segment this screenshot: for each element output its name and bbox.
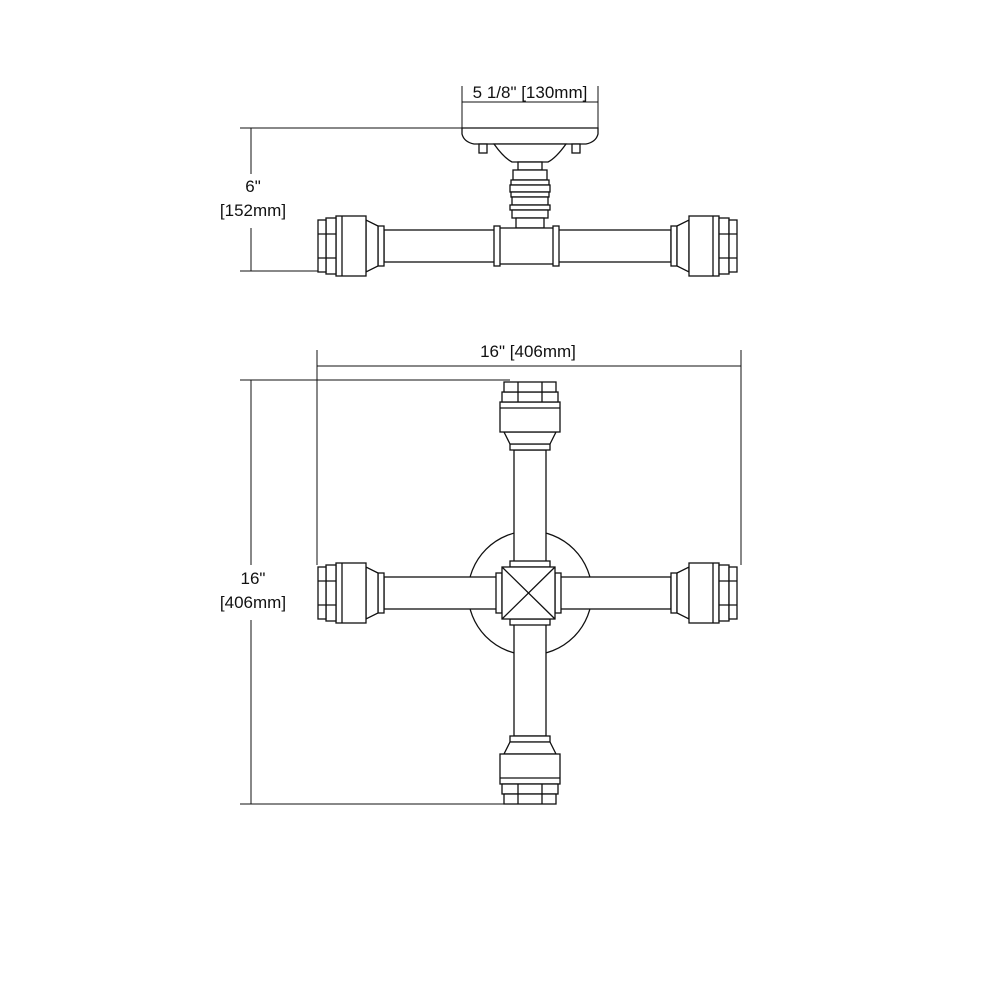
top-width-dimension: 16" [406mm] — [316, 342, 742, 565]
canopy-width-label: 5 1/8" [130mm] — [473, 83, 588, 102]
height-dimension: 6" [152mm] — [220, 127, 462, 272]
top-vertical-arm — [509, 449, 551, 737]
side-right-socket — [670, 215, 738, 277]
top-width-label: 16" [406mm] — [480, 342, 576, 361]
top-cross-fitting — [501, 566, 556, 620]
top-depth-inches-label: 16" — [241, 569, 266, 588]
top-horizontal-arm — [383, 572, 672, 614]
top-upper-socket — [499, 381, 561, 451]
canopy-plate — [461, 127, 599, 154]
top-right-socket — [670, 562, 738, 624]
canopy-width-dimension: 5 1/8" [130mm] — [461, 83, 599, 128]
top-view: 16" [406mm] 16" [406mm] — [220, 342, 742, 805]
top-depth-dimension: 16" [406mm] — [220, 379, 510, 805]
top-lower-socket — [499, 735, 561, 805]
top-depth-mm-label: [406mm] — [220, 593, 286, 612]
side-left-socket — [317, 215, 385, 277]
side-view: 5 1/8" [130mm] 6" [152mm] — [220, 83, 738, 277]
stem — [492, 143, 568, 229]
top-left-socket — [317, 562, 385, 624]
side-pipe — [383, 225, 672, 267]
height-inches-label: 6" — [245, 177, 261, 196]
height-mm-label: [152mm] — [220, 201, 286, 220]
